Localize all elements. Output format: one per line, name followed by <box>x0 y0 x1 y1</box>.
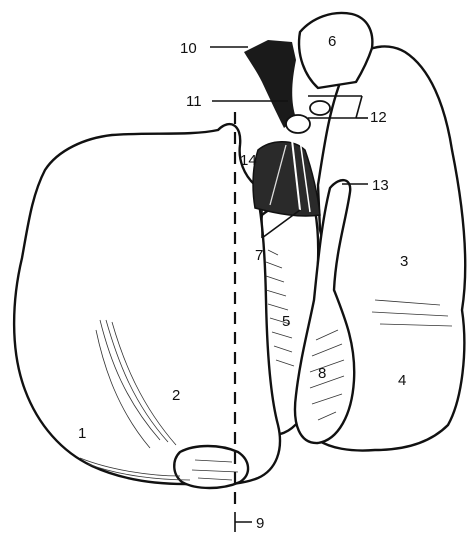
label-8: 8 <box>318 365 326 382</box>
label-5: 5 <box>282 313 290 330</box>
liver-left-portion <box>14 124 280 485</box>
label-14: 14 <box>240 152 257 169</box>
label-11: 11 <box>186 93 202 110</box>
label-12: 12 <box>370 109 387 126</box>
label-2: 2 <box>172 387 180 404</box>
label-7: 7 <box>255 247 263 264</box>
label-9: 9 <box>256 515 264 532</box>
label-3: 3 <box>400 253 408 270</box>
label-1: 1 <box>78 425 86 442</box>
portal-vein <box>253 142 320 216</box>
label-13: 13 <box>372 177 389 194</box>
label-10: 10 <box>180 40 197 57</box>
label-4: 4 <box>398 372 406 389</box>
lower-lobe-bulge <box>174 446 248 488</box>
vena-cava <box>244 40 296 128</box>
label-6: 6 <box>328 33 336 50</box>
